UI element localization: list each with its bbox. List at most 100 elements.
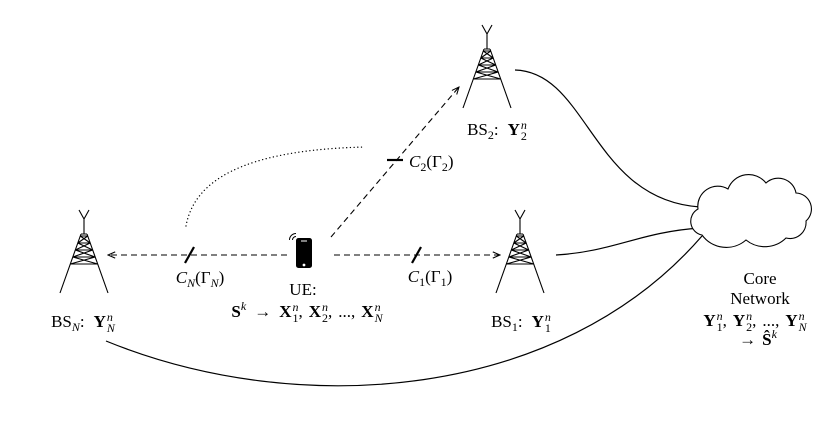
ue-title: UE: (289, 280, 317, 299)
link-ue-bs2 (330, 87, 459, 238)
link-bsN-close: ) (218, 268, 225, 287)
link-bs1-cost-sub: 1 (440, 275, 447, 289)
link-bsN-label: CN(ΓN) (175, 268, 225, 290)
core-separator-3: , (775, 311, 780, 330)
core-network-line2: Network (730, 289, 790, 308)
ue-codeword-N-sup: n (374, 300, 381, 314)
phone-body (296, 238, 312, 268)
signal-wave-inner (292, 236, 297, 241)
core-received-N: Y (785, 311, 798, 330)
bs1-index: 1 (511, 320, 518, 334)
dotted-other-links (185, 146, 366, 227)
core-received-2: Y (732, 311, 746, 330)
link-bs1-capacity: C (407, 267, 420, 286)
backhaul-bs1-core (555, 227, 701, 256)
ue-codeword-2-sub: 2 (322, 311, 329, 325)
bsN-signal-sup: n (106, 310, 113, 324)
signal-waves-icon (289, 233, 297, 241)
core-estimate-symbol: Ŝ (762, 330, 772, 349)
ue-codeword-N-sub: N (374, 311, 383, 325)
core-received-N-sub: N (798, 320, 807, 334)
bsN-name: BS (51, 312, 72, 331)
cloud-icon (690, 174, 812, 248)
bs1-name: BS (491, 312, 512, 331)
link-ticks (184, 158, 422, 264)
ue-separator-2: , (328, 302, 333, 321)
bs1-signal-sup: n (544, 310, 551, 324)
bs2-signal: Y (507, 120, 520, 139)
ue-codeword-2-sup: n (322, 300, 329, 314)
bs2-signal-sub: 2 (520, 129, 527, 143)
bsN-index: N (71, 320, 80, 334)
link-bs2-open: ( (426, 152, 433, 171)
core-estimate-arrow: → (739, 330, 757, 349)
link-bs1-label: C1(Γ1) (407, 267, 453, 289)
link-bsN-open: ( (195, 268, 201, 287)
ue-codeword-N: X (361, 302, 374, 321)
bs2-signal-sup: n (520, 118, 527, 132)
link-bs2-cost: Γ (432, 152, 442, 171)
ue-source: S (231, 302, 241, 321)
bsN-colon: : (79, 312, 85, 331)
ue-source-sup: k (240, 299, 247, 313)
core-received-1: Y (703, 311, 716, 330)
bsN-tower-icon (59, 209, 109, 294)
bs2-index: 2 (487, 128, 494, 142)
bs2-name: BS (467, 120, 488, 139)
core-estimate-sup: k (771, 327, 777, 341)
ue-ellipsis: ... (338, 302, 352, 321)
ue-codeword-2: X (308, 302, 322, 321)
link-bsN-capacity: C (175, 268, 188, 287)
core-network-line1: Core (743, 269, 777, 288)
ue-separator-1: , (298, 302, 303, 321)
signal-wave-outer (289, 233, 297, 241)
link-bs2-capacity-sub: 2 (420, 160, 427, 174)
link-bs1-close: ) (446, 267, 453, 286)
phone-speaker (301, 240, 307, 242)
tick-link-bsN (184, 246, 195, 264)
bsN-signal: Y (93, 312, 106, 331)
backhaul-links (105, 69, 703, 387)
ue-codeword-1: X (279, 302, 292, 321)
backhaul-bsN-core (105, 235, 703, 387)
bs1-colon: : (517, 312, 523, 331)
core-ellipsis: ... (762, 311, 776, 330)
link-bsN-cost-sub: N (210, 276, 219, 290)
core-received-N-sup: n (798, 309, 805, 323)
link-bs2-capacity: C (409, 152, 421, 171)
phone-home-button (302, 263, 306, 267)
core-separator-1: , (722, 311, 727, 330)
bs2-tower-icon (462, 24, 512, 109)
core-estimate: → Ŝk (739, 327, 777, 350)
bs2-colon: : (493, 120, 499, 139)
bs1-tower-icon (495, 209, 545, 294)
link-bsN-capacity-sub: N (187, 276, 196, 290)
core-received-1-sub: 1 (716, 320, 723, 334)
ue-separator-3: , (351, 302, 356, 321)
bsN-signal-sub: N (106, 321, 115, 335)
link-bs1-cost: Γ (430, 267, 441, 286)
link-bs2-cost-sub: 2 (441, 160, 448, 174)
bs1-signal-sub: 1 (544, 321, 551, 335)
link-bsN-cost: Γ (200, 268, 211, 287)
core-separator-2: , (752, 311, 757, 330)
core-received-1-sup: n (716, 309, 723, 323)
link-bs2-close: ) (447, 152, 454, 171)
core-received-2-sup: n (746, 309, 753, 323)
ue-codeword-1-sub: 1 (292, 311, 299, 325)
